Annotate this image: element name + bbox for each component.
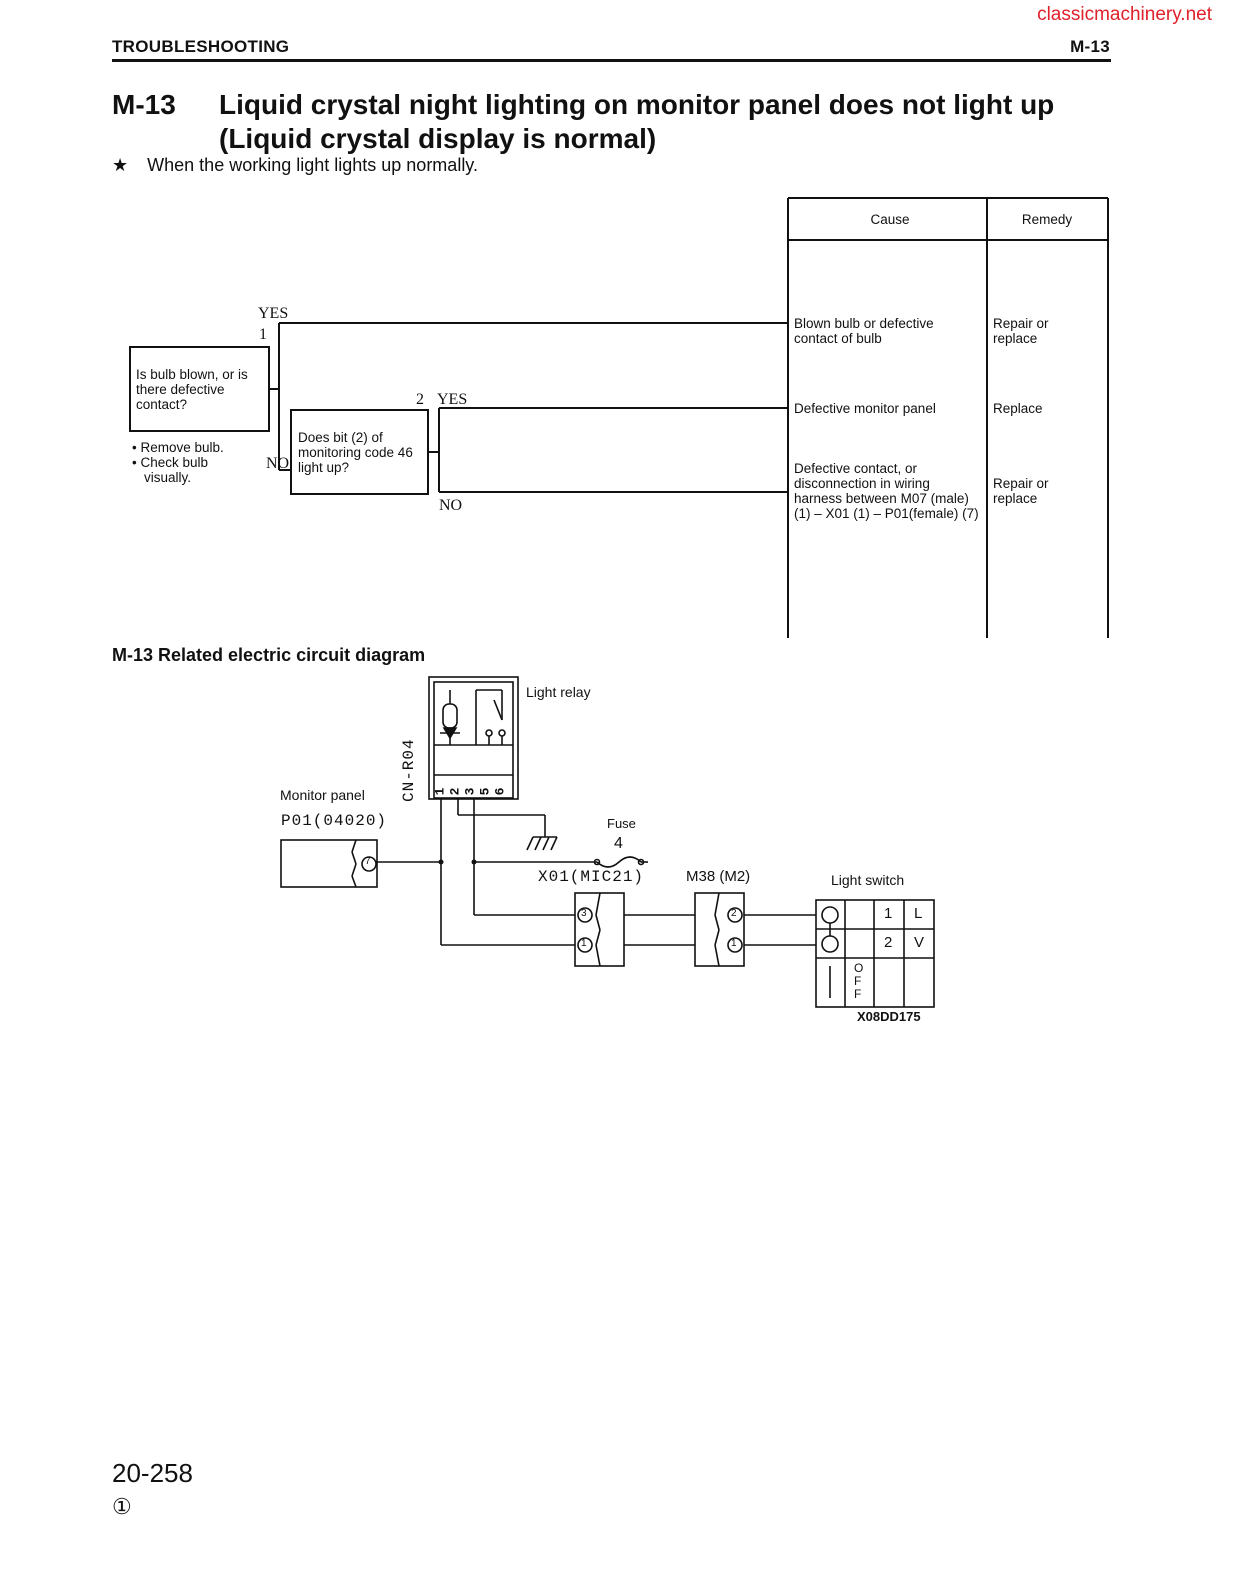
cause-3: Defective contact, or disconnection in w… [794,461,979,521]
relay-connector-label: CN-R04 [400,738,418,802]
fuse-label: Fuse [607,816,636,831]
switch-row-1-num: 1 [884,905,893,922]
monitor-pin: 7 [365,856,371,867]
m38-box [694,892,745,967]
circuit-title: M-13 Related electric circuit diagram [112,645,426,665]
watermark: classicmachinery.net [1037,4,1212,25]
switch-off-label: O F F [854,961,864,1001]
title-code: M-13 [112,89,176,120]
m38-pin-2: 2 [731,908,737,919]
title-line-2: (Liquid crystal display is normal) [219,123,657,154]
remedy-1: Repair or replace [993,316,1049,346]
no-label-2: NO [439,497,463,514]
m38-pin-1: 1 [731,938,737,949]
remedy-2: Replace [993,401,1043,416]
cause-1: Blown bulb or defective contact of bulb [794,316,934,346]
remedy-3: Repair or replace [993,476,1049,506]
fuse-number: 4 [614,835,623,852]
light-relay-label: Light relay [526,684,591,700]
q1-hints: • Remove bulb. • Check bulb visually. [132,440,224,485]
yes-label-2: YES [437,391,468,408]
switch-box [815,899,935,1008]
header-code: M-13 [1070,37,1110,56]
monitor-connector-label: P01(04020) [281,812,388,830]
q2-text: Does bit (2) of monitoring code 46 light… [298,430,413,475]
switch-row-1-label: L [914,905,923,922]
relay-box [428,676,519,800]
x01-pin-1: 1 [581,938,587,949]
m38-label: M38 (M2) [686,868,751,885]
cause-header: Cause [870,212,910,227]
no-label-1: NO [266,455,290,472]
section-header: TROUBLESHOOTING [112,37,290,56]
revision-mark: ① [112,1494,132,1519]
note: ★ When the working light lights up norma… [112,155,478,176]
monitor-box [280,839,378,888]
title-line-1: Liquid crystal night lighting on monitor… [219,89,1055,120]
switch-row-2-label: V [914,934,925,951]
q1-number: 1 [259,326,267,343]
drawing-code: X08DD175 [857,1009,921,1024]
page-number: 20-258 [112,1458,193,1488]
q2-number: 2 [416,391,424,408]
switch-row-2-num: 2 [884,934,893,951]
yes-label-1: YES [258,305,289,322]
monitor-panel-label: Monitor panel [280,787,365,803]
remedy-header: Remedy [1021,212,1073,227]
note-text: When the working light lights up normall… [147,155,478,175]
q1-text: Is bulb blown, or is there defective con… [136,367,248,412]
x01-label: X01(MIC21) [538,868,645,886]
x01-pin-3: 3 [581,908,587,919]
cause-2: Defective monitor panel [794,401,936,416]
star-icon: ★ [112,155,129,175]
light-switch-label: Light switch [831,872,905,888]
header-rule [112,59,1111,62]
